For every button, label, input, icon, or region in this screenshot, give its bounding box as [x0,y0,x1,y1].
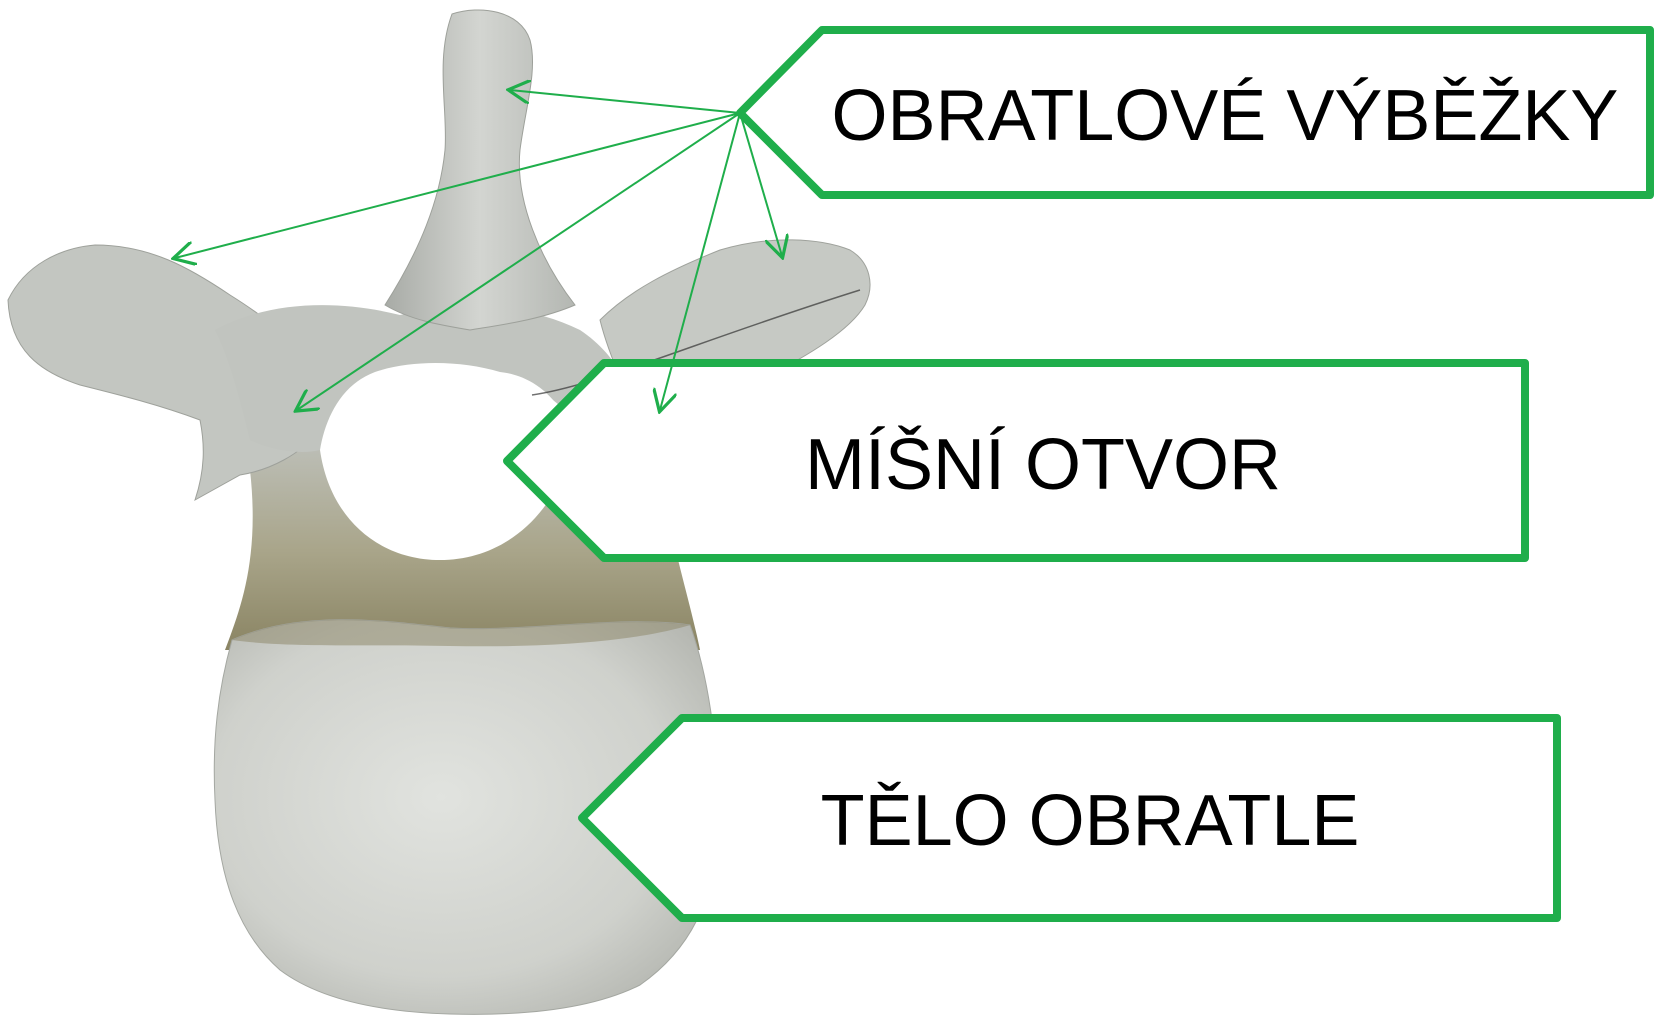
label-foramen: MÍŠNÍ OTVOR [805,425,1281,505]
callout-processes: OBRATLOVÉ VÝBĚŽKY [740,30,1650,195]
spinous-process [385,10,575,330]
callout-body: TĚLO OBRATLE [582,718,1557,918]
callout-foramen: MÍŠNÍ OTVOR [507,363,1525,558]
label-body: TĚLO OBRATLE [821,781,1360,861]
label-processes: OBRATLOVÉ VÝBĚŽKY [832,76,1619,156]
leader-spinous [510,90,740,113]
